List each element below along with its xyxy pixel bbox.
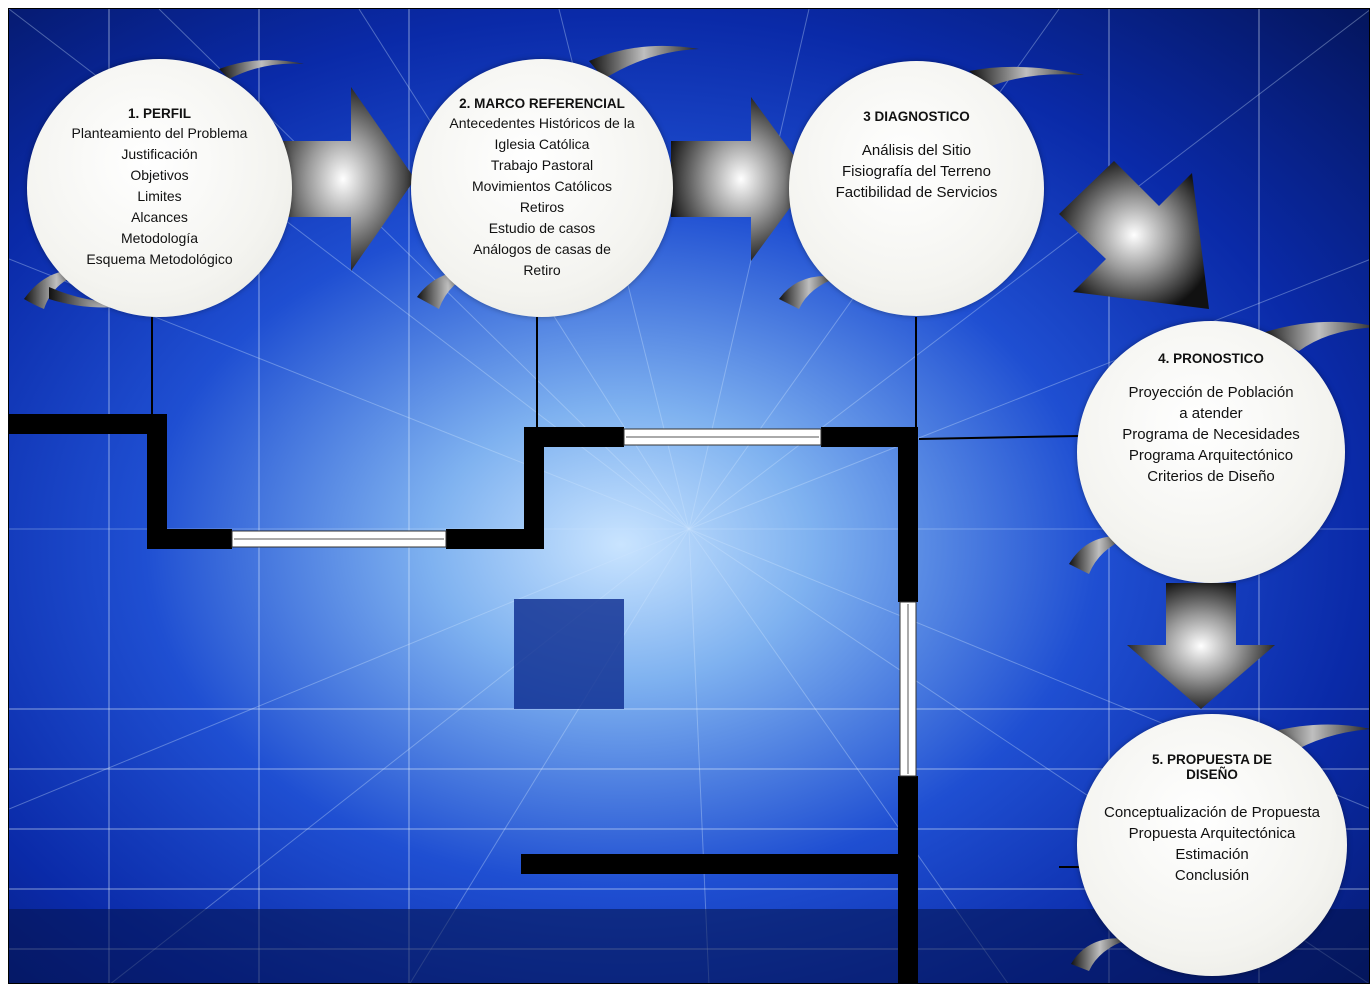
- node-item: Conceptualización de Propuesta: [1104, 804, 1320, 821]
- node-item: Limites: [137, 188, 182, 204]
- node-item: Programa de Necesidades: [1122, 426, 1300, 443]
- node-title: 3 DIAGNOSTICO: [863, 109, 970, 124]
- node-item: Fisiografía del Terreno: [842, 163, 991, 180]
- node-item: Criterios de Diseño: [1147, 468, 1275, 485]
- node-title: 4. PRONOSTICO: [1158, 351, 1264, 366]
- node-item: Propuesta Arquitectónica: [1128, 825, 1296, 842]
- node-propuesta-de-diseno: 5. PROPUESTA DE DISEÑO Conceptualización…: [1077, 714, 1347, 976]
- node-item: Análisis del Sitio: [861, 142, 972, 159]
- node-title: DISEÑO: [1186, 767, 1238, 782]
- node-item: Factibilidad de Servicios: [835, 184, 998, 201]
- node-item: Estimación: [1175, 846, 1249, 863]
- node-item: Movimientos Católicos: [471, 177, 613, 194]
- node-item: Planteamiento del Problema: [71, 125, 248, 141]
- node-item: Retiros: [519, 198, 565, 215]
- node-title: 5. PROPUESTA DE: [1151, 752, 1273, 767]
- node-item: Justificación: [121, 146, 198, 162]
- node-item: a atender: [1179, 405, 1243, 422]
- node-item: Alcances: [131, 209, 188, 225]
- node-item: Trabajo Pastoral: [490, 156, 594, 173]
- node-item: Antecedentes Históricos de la: [449, 114, 635, 131]
- node-item: Estudio de casos: [488, 219, 596, 236]
- node-pronostico: 4. PRONOSTICO Proyección de Población a …: [1077, 321, 1345, 583]
- node-diagnostico: 3 DIAGNOSTICO Análisis del Sitio Fisiogr…: [789, 61, 1044, 316]
- node-item: Retiro: [523, 261, 561, 278]
- node-item: Análogos de casas de: [473, 240, 611, 257]
- node-title: 2. MARCO REFERENCIAL: [459, 95, 625, 111]
- node-perfil: 1. PERFIL Planteamiento del Problema Jus…: [27, 59, 292, 317]
- node-title: 1. PERFIL: [127, 106, 191, 121]
- node-item: Objetivos: [130, 167, 189, 183]
- node-item: Proyección de Población: [1128, 384, 1294, 401]
- node-marco-referencial: 2. MARCO REFERENCIAL Antecedentes Histór…: [411, 59, 673, 317]
- node-item: Conclusión: [1174, 867, 1250, 884]
- node-item: Esquema Metodológico: [86, 251, 233, 267]
- methodology-diagram: 1. PERFIL Planteamiento del Problema Jus…: [8, 8, 1370, 984]
- node-item: Programa Arquitectónico: [1128, 447, 1294, 464]
- node-item: Iglesia Católica: [494, 135, 590, 152]
- node-item: Metodología: [120, 230, 199, 246]
